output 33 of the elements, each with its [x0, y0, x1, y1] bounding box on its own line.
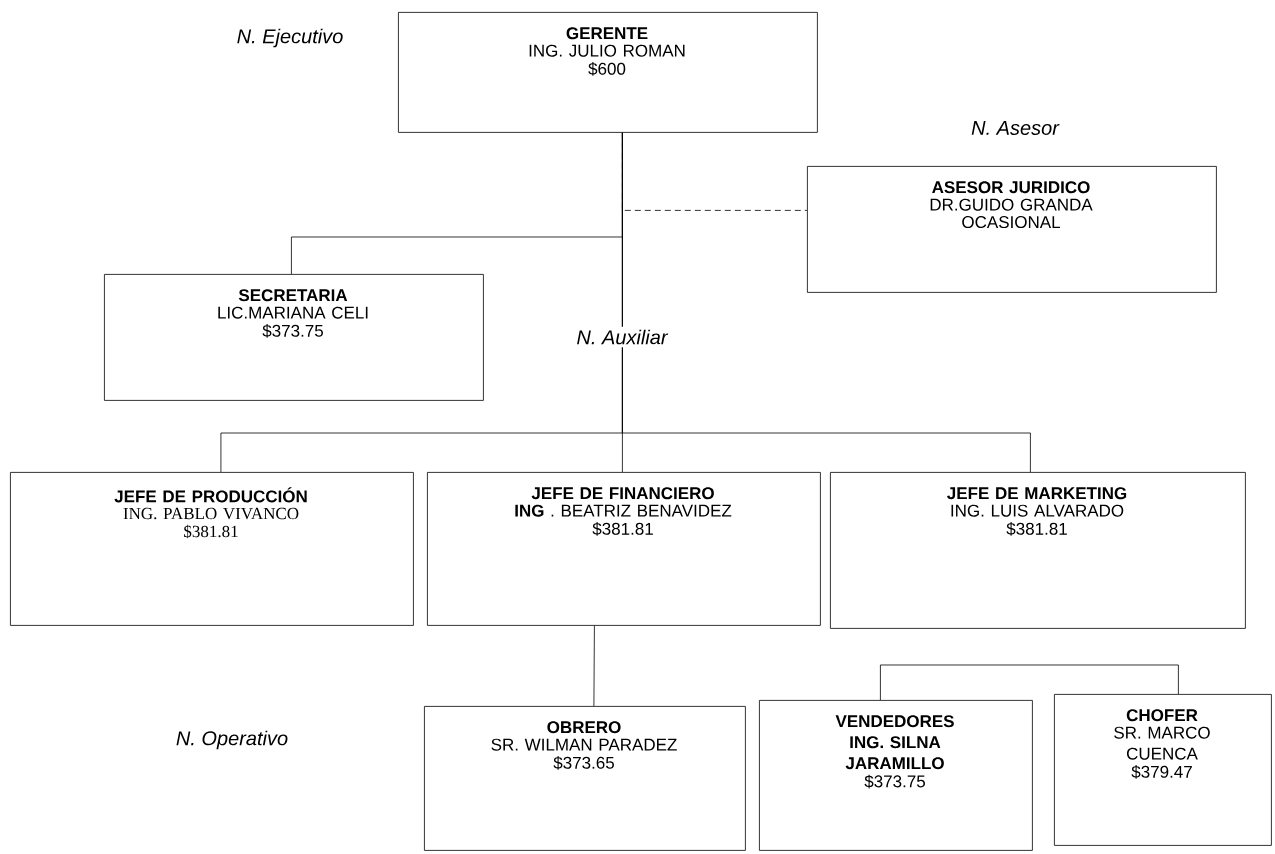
role-title: ASESOR JURIDICO [932, 181, 1090, 194]
role-title: OBRERO [547, 721, 621, 734]
person-name: ING. JULIO ROMAN [529, 44, 685, 57]
level-label: N. Ejecutivo [233, 25, 347, 51]
role-title: SECRETARIA [238, 289, 348, 302]
connector-line [593, 625, 595, 707]
role-title: CHOFER [1126, 709, 1198, 722]
role-title: JEFE DE FINANCIERO [531, 487, 714, 500]
person-name: ING. PABLO VIVANCO [123, 507, 299, 520]
connector-line [880, 664, 1179, 701]
level-label: N. Auxiliar [573, 326, 671, 348]
salary-text: $600 [588, 62, 626, 76]
salary-text: $381.81 [592, 522, 653, 536]
salary-text: OCASIONAL [962, 216, 1061, 229]
person-name: ING. LUIS ALVARADO [951, 504, 1124, 517]
salary-text: $379.47 [1131, 765, 1192, 779]
person-name: SR. WILMAN PARADEZ [491, 738, 677, 751]
role-title: GERENTE [566, 27, 648, 40]
salary-text: $381.81 [184, 524, 238, 539]
level-label: N. Operativo [172, 727, 292, 753]
role-title: JEFE DE MARKETING [947, 487, 1127, 500]
role-title: VENDEDORES ING. SILNA JARAMILLO [835, 715, 954, 770]
role-title: JEFE DE PRODUCCIÓN [114, 487, 307, 503]
person-name: SR. MARCO CUENCA [1114, 726, 1210, 760]
salary-text: $373.65 [553, 756, 614, 770]
salary-text: $381.81 [1006, 522, 1067, 536]
salary-text: $373.75 [262, 324, 323, 338]
connector-line [622, 132, 1031, 473]
person-name: LIC.MARIANA CELI [218, 306, 368, 319]
person-name: ING . BEATRIZ BENAVIDEZ [515, 504, 732, 517]
level-label: N. Asesor [968, 118, 1062, 138]
person-name: DR.GUIDO GRANDA [930, 198, 1093, 211]
salary-text: $373.75 [864, 774, 925, 789]
